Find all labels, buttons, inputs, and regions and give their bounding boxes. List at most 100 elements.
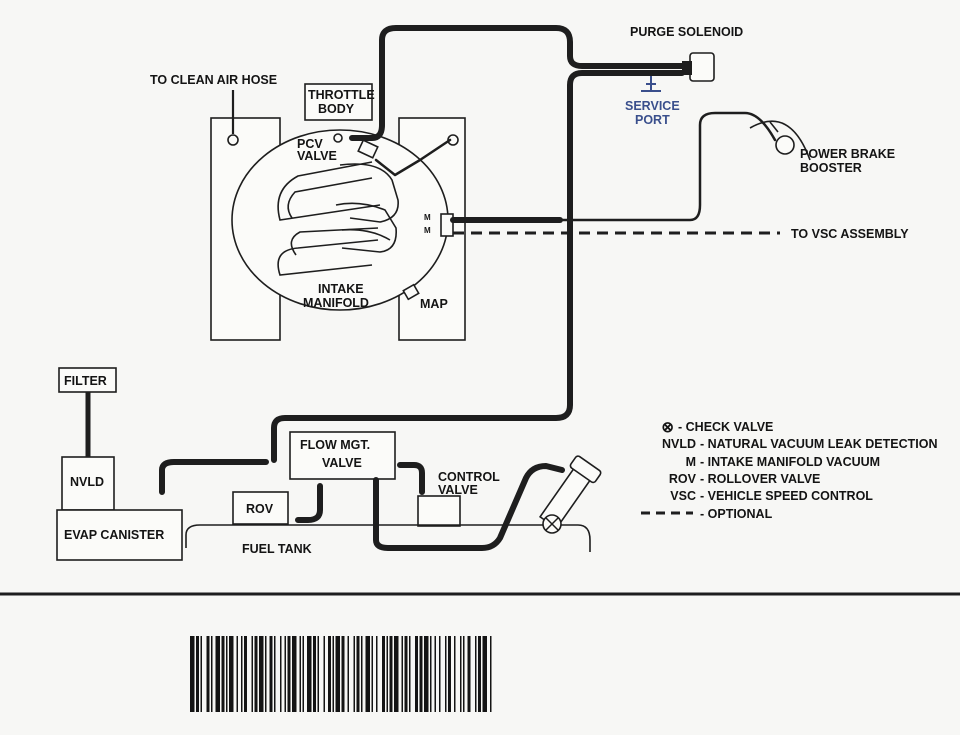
pcv-small-hose [374,138,452,177]
barcode-bar [251,636,253,712]
label-map: MAP [420,297,448,311]
legend-check-valve-symbol: ⊗ [661,419,674,436]
barcode-bar [280,636,282,712]
barcode-bar [475,636,477,712]
barcode-bar [401,636,403,712]
fmv-to-control-valve-hose [397,462,425,495]
barcode-bar [454,636,456,712]
label-port-m1: M [424,213,431,222]
label-purge-solenoid: PURGE SOLENOID [630,25,743,39]
barcode-bar [424,636,429,712]
barcode-bar [244,636,247,712]
barcode-bar [382,636,385,712]
label-booster: BOOSTER [800,161,862,175]
barcode-bar [478,636,481,712]
barcode-bar [460,636,462,712]
manifold-vacuum-fitting [440,213,454,237]
barcode-bar [341,636,345,712]
barcode-bar [415,636,418,712]
barcode-bar [386,636,388,712]
barcode-bar [323,636,325,712]
label-fmv-valve: VALVE [322,456,362,470]
barcode-bar [404,636,408,712]
barcode-bar [307,636,312,712]
barcode-bar [284,636,286,712]
barcode-bar [302,636,304,712]
barcode-bar [287,636,291,712]
intake-runners [277,161,399,276]
evap-canister-box [56,509,183,561]
barcode-bar [445,636,447,712]
throttle-body [304,83,373,121]
barcode-bar [241,636,243,712]
label-filter: FILTER [64,374,107,388]
barcode-bar [236,636,238,712]
barcode-bar [353,636,355,712]
barcode-bar [409,636,411,712]
service-port [641,74,661,92]
label-power-brake: POWER BRAKE [800,147,895,161]
rov-box [232,491,289,525]
barcode-bar [221,636,225,712]
fuel-tank-outline [185,524,591,552]
barcode-bar [419,636,423,712]
barcode-bar [254,636,258,712]
legend: ⊗ - CHECK VALVE NVLD - NATURAL VACUUM LE… [641,419,938,521]
map-sensor [402,283,420,301]
label-control-valve: VALVE [438,483,478,497]
legend-nvld-key: NVLD [662,437,696,451]
barcode-bar [376,636,378,712]
filler-neck [538,455,602,530]
barcode [190,636,492,712]
label-rov: ROV [246,502,274,516]
barcode-bar [463,636,465,712]
purge-solenoid [689,52,715,82]
label-pcv: PCV [297,137,323,151]
label-service-port-1: SERVICE [625,99,680,113]
legend-m-key: M [686,455,696,469]
pcv-valve-port [333,133,343,143]
barcode-bar [226,636,228,712]
nvld-box [61,456,115,511]
barcode-bar [356,636,360,712]
canister-to-fmv-hose [159,459,269,495]
barcode-bar [371,636,373,712]
barcode-bar [448,636,451,712]
barcode-bar [190,636,195,712]
barcode-bar [328,636,331,712]
barcode-bar [200,636,202,712]
barcode-bar [299,636,301,712]
label-evap-canister: EVAP CANISTER [64,528,164,542]
label-to-vsc-assembly: TO VSC ASSEMBLY [791,227,909,241]
barcode-bar [434,636,436,712]
purge-hose [349,25,689,141]
barcode-bar [215,636,220,712]
barcode-bar [389,636,393,712]
legend-nvld-text: - NATURAL VACUUM LEAK DETECTION [700,437,938,451]
control-valve-box [417,495,461,527]
barcode-bar [274,636,276,712]
barcode-bar [347,636,349,712]
legend-optional-text: - OPTIONAL [700,507,773,521]
pcv-valve [357,139,379,159]
legend-vsc-key: VSC [670,489,696,503]
barcode-bar [206,636,210,712]
label-to-clean-air-hose: TO CLEAN AIR HOSE [150,73,277,87]
legend-m-text: - INTAKE MANIFOLD VACUUM [700,455,880,469]
barcode-bar [269,636,273,712]
barcode-bar [229,636,234,712]
barcode-bar [265,636,267,712]
label-control: CONTROL [438,470,500,484]
legend-check-valve-text: - CHECK VALVE [678,420,773,434]
power-brake-booster-port [775,135,795,155]
barcode-bar [317,636,319,712]
barcode-bar [211,636,213,712]
barcode-bar [439,636,441,712]
brake-booster-hose [451,111,777,222]
barcode-bar [361,636,363,712]
barcode-bar [467,636,471,712]
legend-rov-text: - ROLLOVER VALVE [700,472,820,486]
barcode-bar [196,636,199,712]
label-fuel-tank: FUEL TANK [242,542,312,556]
label-service-port-2: PORT [635,113,670,127]
